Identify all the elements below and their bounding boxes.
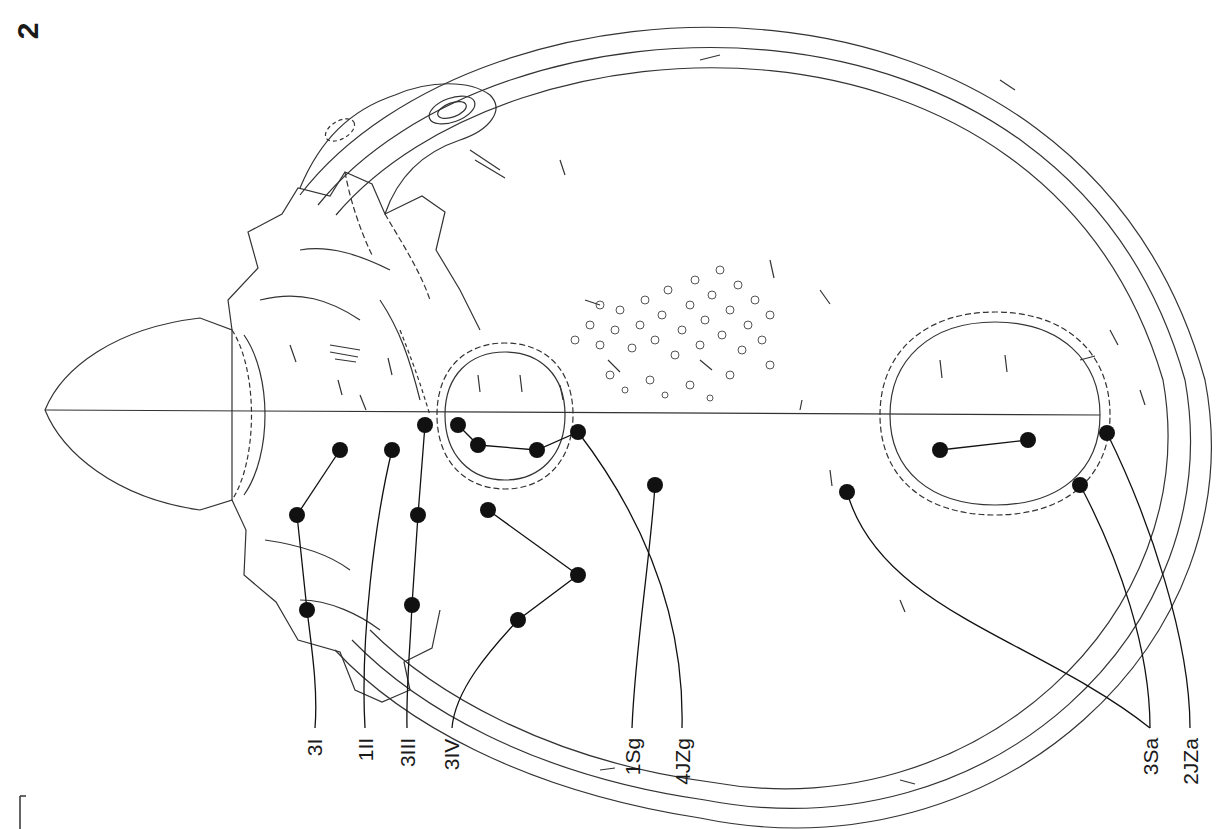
seta-label: 3III — [397, 738, 418, 767]
seta-label: 3IV — [441, 738, 462, 770]
seta-label: 1Sg — [622, 738, 643, 775]
seta-label: 3Sa — [1140, 738, 1161, 775]
seta-label: 3I — [304, 738, 325, 756]
figure-number: 2 — [13, 22, 43, 39]
seta-label: 1II — [355, 738, 376, 761]
seta-label: 2JZa — [1179, 738, 1200, 785]
seta-label: 4JZg — [671, 738, 692, 785]
